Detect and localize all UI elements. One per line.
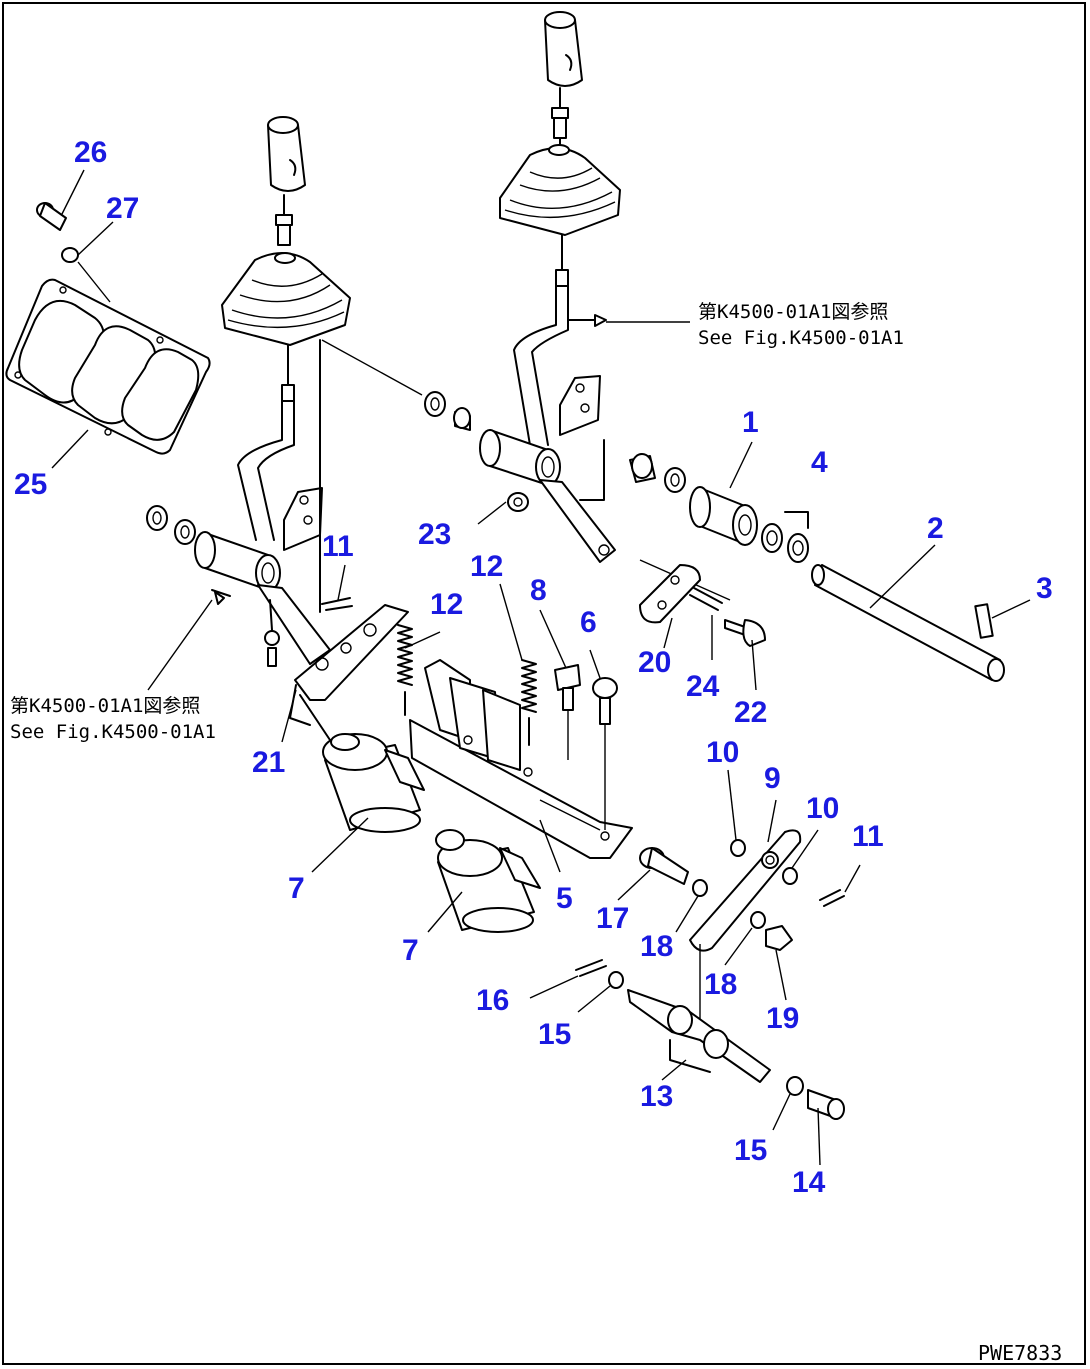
part-20-plate [639, 564, 701, 624]
callout-11-b: 11 [852, 820, 884, 853]
right-lever-boot [499, 144, 621, 236]
callout-3: 3 [1036, 572, 1053, 605]
reference-left-jp: 第K4500-01A1図参照 [10, 695, 200, 717]
part-18-washer-a [692, 879, 708, 897]
callout-19: 19 [766, 1002, 799, 1035]
right-lever-bracket [559, 375, 601, 436]
callout-12-a: 12 [470, 550, 503, 583]
callout-6: 6 [580, 606, 597, 639]
callout-15-a: 15 [538, 1018, 571, 1051]
callout-11-a: 11 [322, 530, 354, 563]
reference-note-left: 第K4500-01A1図参照 See Fig.K4500-01A1 [10, 695, 216, 743]
left-lever-link [264, 599, 280, 667]
part-5-bracket [409, 659, 633, 859]
part-4-washers [761, 511, 809, 563]
callout-4: 4 [811, 446, 828, 479]
callout-24: 24 [686, 670, 720, 703]
part-12-spring-a [397, 624, 413, 716]
right-lever-rod [513, 234, 607, 446]
part-6-bolt [592, 677, 618, 830]
right-lever-knob [544, 11, 583, 151]
part-26-bolt [36, 202, 67, 231]
callout-13: 13 [640, 1080, 673, 1113]
part-7-solenoid-b [435, 829, 541, 933]
reference-note-right: 第K4500-01A1図参照 See Fig.K4500-01A1 [698, 301, 904, 349]
left-lever-bracket [283, 487, 323, 551]
part-22-bolt [724, 619, 766, 647]
callout-15-b: 15 [734, 1134, 767, 1167]
callout-5: 5 [556, 882, 573, 915]
callout-8: 8 [530, 574, 547, 607]
left-lever-boot [221, 252, 351, 346]
right-bushings [629, 453, 686, 493]
left-lever-rod [237, 344, 295, 541]
callout-16: 16 [476, 984, 509, 1017]
drawing-code: PWE7833 [978, 1341, 1062, 1365]
callout-2: 2 [927, 512, 944, 545]
callout-26: 26 [74, 136, 107, 169]
part-10-pin-a [730, 839, 746, 857]
callout-18-a: 18 [640, 930, 673, 963]
part-2-shaft [811, 564, 1005, 682]
part-17-shaft [639, 847, 689, 885]
callout-23: 23 [418, 518, 451, 551]
callout-20: 20 [638, 646, 671, 679]
center-bushings [424, 391, 471, 431]
part-14-pin [807, 1089, 845, 1120]
callout-18-b: 18 [704, 968, 737, 1001]
left-lever-hub [194, 339, 331, 665]
callout-25: 25 [14, 468, 47, 501]
part-15-washer-b [786, 1076, 804, 1096]
part-8-bolt [554, 664, 581, 760]
part-13-clevis [627, 989, 771, 1083]
reference-right-jp: 第K4500-01A1図参照 [698, 301, 888, 323]
part-27-washer [61, 247, 79, 263]
part-25-cover-plate [5, 278, 211, 455]
right-lever-hub [479, 429, 616, 563]
part-3-pin [974, 603, 994, 639]
left-lever-knob [267, 116, 306, 246]
part-1-sleeve [689, 486, 758, 546]
callout-10-a: 10 [706, 736, 739, 769]
callout-14: 14 [792, 1166, 826, 1199]
callout-27: 27 [106, 192, 139, 225]
callout-22: 22 [734, 696, 767, 729]
callout-7-a: 7 [288, 872, 305, 905]
part-7-solenoid-a [322, 733, 425, 833]
callout-10-b: 10 [806, 792, 839, 825]
part-18-washer-b [750, 911, 766, 929]
reference-right-en: See Fig.K4500-01A1 [698, 327, 904, 349]
part-19-nut [765, 925, 793, 951]
part-21-lever-plate [289, 604, 409, 741]
part-23-washer [507, 492, 529, 512]
part-11-pin-left [321, 597, 353, 611]
part-12-spring-b [521, 659, 537, 746]
callout-21: 21 [252, 746, 285, 779]
part-9-link [689, 829, 802, 1030]
part-24-pin [689, 587, 723, 611]
callout-17: 17 [596, 902, 629, 935]
part-11-pin-right [819, 889, 845, 907]
leader-lines [51, 169, 1031, 1166]
part-10-pin-b [782, 867, 798, 885]
part-15-washer-a [608, 971, 624, 989]
callout-numbers: 1 2 3 4 5 6 7 7 8 9 10 10 11 11 12 12 13… [14, 136, 1053, 1199]
callout-1: 1 [742, 406, 759, 439]
callout-12-b: 12 [430, 588, 463, 621]
left-bushings [146, 505, 196, 545]
callout-7-b: 7 [402, 934, 419, 967]
reference-left-en: See Fig.K4500-01A1 [10, 721, 216, 743]
callout-9: 9 [764, 762, 781, 795]
part-16-pin [575, 959, 607, 977]
